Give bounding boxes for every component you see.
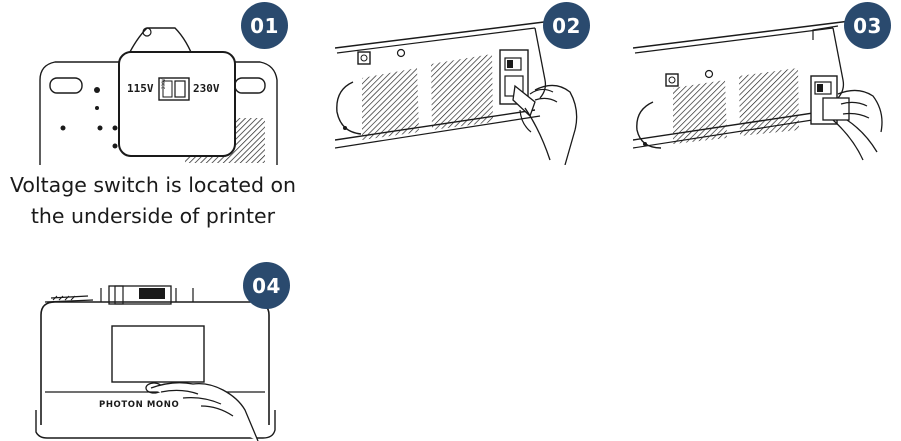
step-1-illustration: 115V 230V 230V	[35, 0, 285, 165]
switch-115v-label: 115V	[127, 82, 154, 95]
step-3-badge: 03	[844, 2, 891, 49]
printer-brand-label: PHOTON MONO	[99, 400, 180, 410]
caption-line-2: the underside of printer	[30, 204, 276, 228]
step-1-caption: Voltage switch is located on the undersi…	[0, 170, 306, 232]
switch-230v-label: 230V	[193, 82, 220, 95]
step-4-illustration: PHOTON MONO	[33, 280, 278, 441]
step-1-badge: 01	[241, 2, 288, 49]
step-3-illustration	[633, 20, 891, 165]
step-4-badge: 04	[243, 262, 290, 309]
caption-line-1: Voltage switch is located on	[9, 173, 297, 197]
step-2-illustration	[335, 20, 585, 165]
switch-mini-label: 230V	[161, 78, 166, 89]
step-2-badge: 02	[543, 2, 590, 49]
